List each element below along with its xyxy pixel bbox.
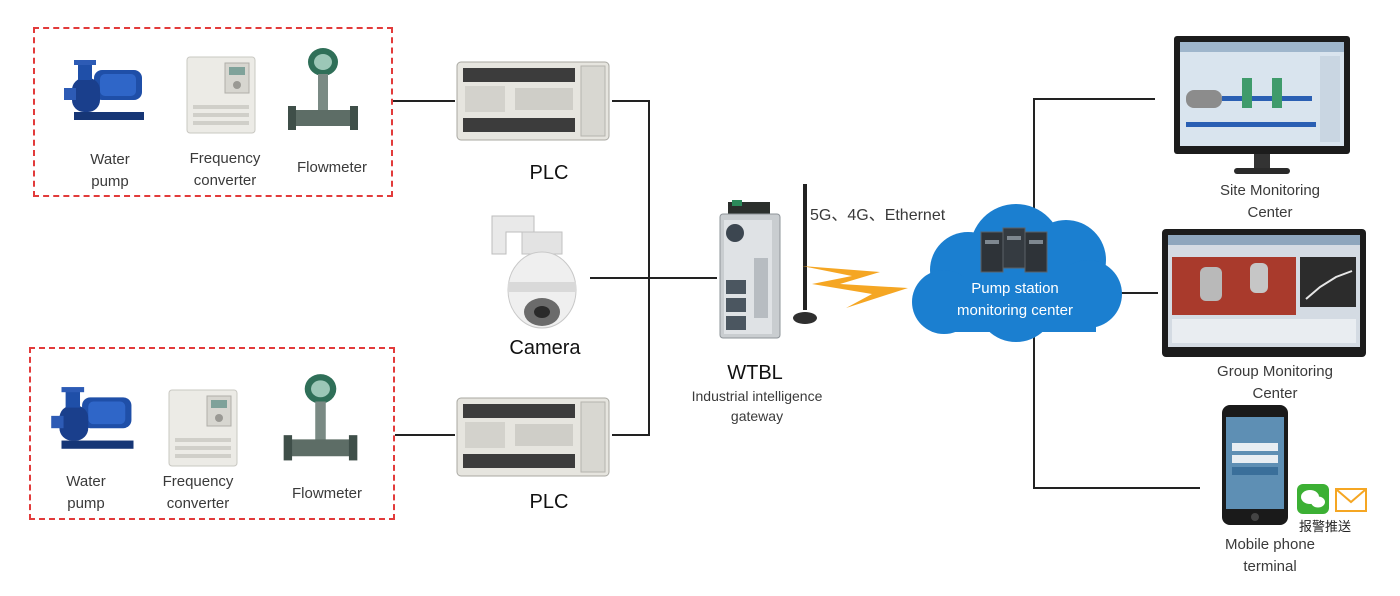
server-icon — [980, 227, 1048, 273]
mobile-terminal-label: Mobile phone terminal — [1224, 536, 1316, 575]
link-label: 5G、4G、Ethernet — [810, 207, 946, 224]
connector-to-group — [1095, 292, 1158, 294]
connector-to-mobile — [1035, 487, 1200, 489]
monitor-icon — [1174, 36, 1350, 174]
connector-camera — [590, 277, 648, 279]
flowmeter-label-bottom: Flowmeter — [291, 485, 362, 502]
connector-group-bottom-to-plc — [395, 434, 455, 436]
connector-plc-top-out — [612, 100, 650, 102]
device-group-bottom — [29, 347, 395, 520]
alarm-push-label: 报警推送 — [1299, 520, 1352, 535]
frequency-converter-icon — [186, 56, 256, 134]
frequency-converter-icon — [168, 389, 238, 467]
water-pump-label-top: Water pump — [90, 151, 130, 190]
flowmeter-icon — [283, 374, 358, 461]
frequency-converter-label-top: Frequency converter — [189, 150, 261, 189]
connector-bus-vertical — [648, 100, 650, 436]
gateway-icon — [719, 200, 781, 339]
gateway-name: WTBL — [727, 362, 783, 384]
plc-icon — [456, 397, 610, 477]
antenna-icon — [793, 184, 817, 324]
connector-plc-bottom-out — [612, 434, 650, 436]
plc-icon — [456, 61, 610, 141]
mobile-phone-icon — [1222, 405, 1288, 525]
frequency-converter-label-bottom: Frequency converter — [162, 473, 234, 512]
mail-icon — [1335, 488, 1367, 512]
connector-group-top-to-plc — [393, 100, 455, 102]
gateway-description: Industrial intelligence gateway — [691, 388, 823, 424]
plc-label-bottom: PLC — [529, 491, 569, 513]
camera-label: Camera — [509, 337, 581, 359]
wireless-link-icon — [802, 266, 908, 308]
group-monitoring-label: Group Monitoring Center — [1217, 363, 1333, 402]
water-pump-label-bottom: Water pump — [66, 473, 106, 512]
monitor-icon — [1162, 229, 1366, 357]
water-pump-icon — [64, 60, 144, 120]
cloud-label: Pump station monitoring center — [957, 280, 1073, 319]
water-pump-icon — [51, 387, 134, 449]
connector-bus-to-gateway — [650, 277, 717, 279]
plc-label-top: PLC — [529, 162, 569, 184]
flowmeter-label-top: Flowmeter — [296, 159, 367, 176]
site-monitoring-label: Site Monitoring Center — [1219, 182, 1321, 221]
wechat-icon — [1297, 484, 1329, 514]
device-group-top — [33, 27, 393, 197]
camera-icon — [491, 215, 577, 329]
flowmeter-icon — [288, 48, 358, 130]
connector-to-site — [1035, 98, 1155, 100]
